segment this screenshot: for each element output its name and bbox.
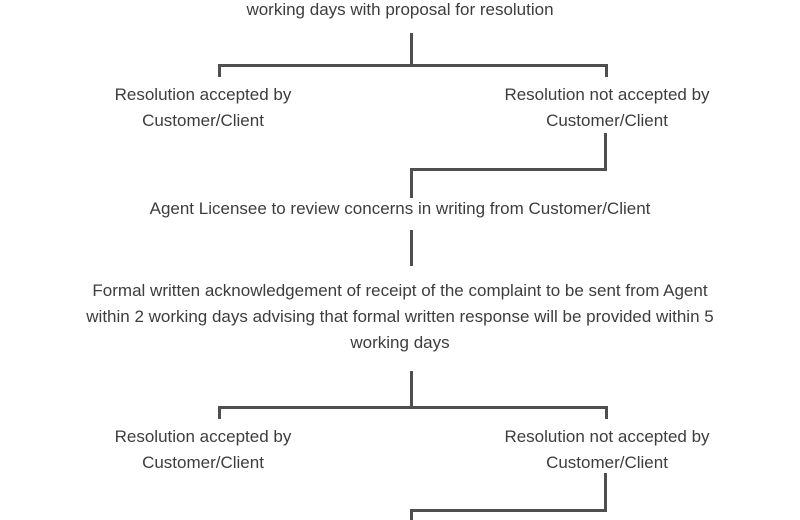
- connector-elbow-top-horizontal: [410, 168, 607, 171]
- connector-elbow-bottom-horizontal: [410, 509, 607, 512]
- node-line: Agent Licensee to review concerns in wri…: [149, 199, 651, 218]
- node-line: Customer/Client: [546, 111, 668, 130]
- node-formal-acknowledgement: Formal written acknowledgement of receip…: [50, 278, 750, 356]
- connector-elbow-bottom-drop-clipped: [410, 509, 413, 520]
- connector-stem-formal-to-branch: [410, 371, 413, 407]
- node-line: Resolution not accepted by: [504, 85, 710, 104]
- connector-elbow-top-drop: [410, 168, 413, 198]
- node-resolution-accepted-top: Resolution accepted by Customer/Client: [73, 82, 333, 134]
- node-line: Formal written acknowledgement of receip…: [92, 281, 708, 300]
- node-line: Resolution accepted by: [114, 427, 292, 446]
- node-agent-review: Agent Licensee to review concerns in wri…: [0, 196, 800, 222]
- node-line: within 2 working days advising that form…: [86, 307, 714, 326]
- node-resolution-not-accepted-bottom: Resolution not accepted by Customer/Clie…: [477, 424, 737, 476]
- node-resolution-accepted-bottom: Resolution accepted by Customer/Client: [73, 424, 333, 476]
- connector-stem-top: [410, 33, 413, 64]
- node-resolution-not-accepted-top: Resolution not accepted by Customer/Clie…: [477, 82, 737, 134]
- node-line: Customer/Client: [142, 111, 264, 130]
- node-line: Resolution accepted by: [114, 85, 292, 104]
- connector-not-accepted-top-drop: [604, 133, 607, 171]
- node-line: Customer/Client: [142, 453, 264, 472]
- branch-bracket-bottom: [218, 406, 608, 419]
- node-line: working days: [350, 333, 450, 352]
- connector-not-accepted-bottom-drop: [604, 473, 607, 511]
- branch-bracket-top: [218, 64, 608, 77]
- node-line: Customer/Client: [546, 453, 668, 472]
- node-line: Resolution not accepted by: [504, 427, 710, 446]
- connector-stem-agent-to-formal: [410, 230, 413, 266]
- node-proposal-resolution: working days with proposal for resolutio…: [0, 0, 800, 23]
- node-proposal-resolution-line: working days with proposal for resolutio…: [246, 0, 554, 19]
